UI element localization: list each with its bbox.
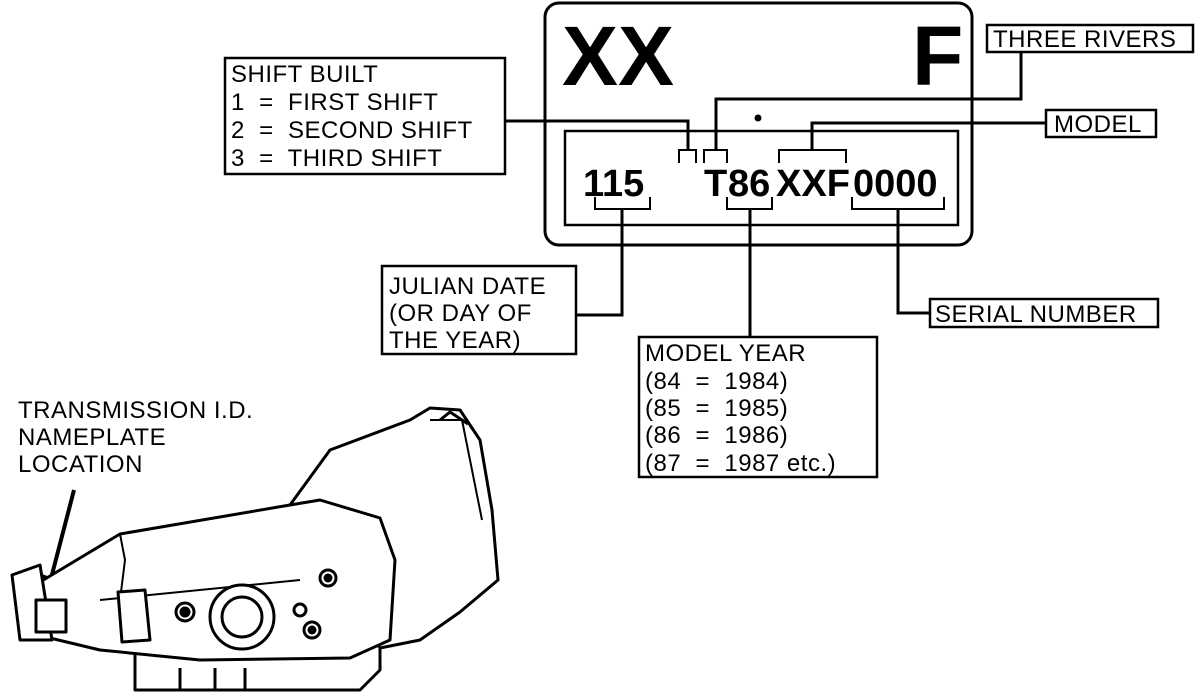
julian-line-2: (OR DAY OF	[389, 300, 532, 327]
callout-julian-date: JULIAN DATE (OR DAY OF THE YEAR)	[380, 264, 578, 356]
shift-built-title: SHIFT BUILT	[231, 61, 378, 88]
code-model: XXF	[776, 163, 850, 205]
location-label: TRANSMISSION I.D. NAMEPLATE LOCATION	[18, 397, 253, 478]
model-year-title: MODEL YEAR	[645, 340, 806, 367]
code-julian: 115	[583, 163, 644, 205]
location-line-3: LOCATION	[18, 451, 143, 478]
nameplate-top-left: XX	[562, 9, 674, 103]
bolt-4	[292, 602, 308, 618]
side-port	[116, 588, 152, 644]
model-year-line-3: (86 = 1986)	[645, 422, 788, 449]
model-year-line-4: (87 = 1987 etc.)	[645, 450, 836, 477]
serial-number-label: SERIAL NUMBER	[935, 301, 1137, 328]
model-year-line-2: (85 = 1985)	[645, 395, 788, 422]
callout-shift-built: SHIFT BUILT 1 = FIRST SHIFT 2 = SECOND S…	[223, 56, 507, 176]
leader-lines	[505, 52, 1046, 337]
nameplate-top-right: F	[912, 9, 963, 103]
leader-three-rivers	[714, 52, 1023, 150]
nameplate-location-marker	[34, 598, 68, 634]
callout-model-year: MODEL YEAR (84 = 1984) (85 = 1985) (86 =…	[637, 335, 879, 479]
julian-line-1: JULIAN DATE	[389, 273, 546, 300]
leader-julian	[576, 209, 624, 317]
transmission-illustration	[10, 406, 500, 692]
location-line-1: TRANSMISSION I.D.	[18, 397, 253, 424]
nameplate: XX F 115 T 86 XXF 0000	[543, 1, 974, 247]
boss-inner	[220, 595, 264, 639]
shift-line-3: 3 = THIRD SHIFT	[231, 145, 442, 172]
callout-serial-number: SERIAL NUMBER	[928, 297, 1160, 329]
code-serial: 0000	[853, 163, 938, 205]
callout-model: MODEL	[1044, 108, 1158, 139]
leader-model	[810, 121, 1046, 150]
model-year-line-1: (84 = 1984)	[645, 368, 788, 395]
julian-line-3: THE YEAR)	[389, 327, 521, 354]
leader-serial	[896, 209, 930, 315]
three-rivers-label: THREE RIVERS	[993, 26, 1176, 53]
code-plant: T	[704, 163, 727, 205]
shift-line-2: 2 = SECOND SHIFT	[231, 117, 473, 144]
model-label: MODEL	[1054, 111, 1142, 138]
code-year: 86	[728, 163, 770, 205]
location-line-2: NAMEPLATE	[18, 424, 166, 451]
shift-line-1: 1 = FIRST SHIFT	[231, 89, 438, 116]
extension-housing	[288, 406, 500, 650]
leader-shift	[505, 119, 690, 150]
callout-three-rivers: THREE RIVERS	[985, 23, 1195, 54]
rivet-dot	[754, 114, 762, 122]
